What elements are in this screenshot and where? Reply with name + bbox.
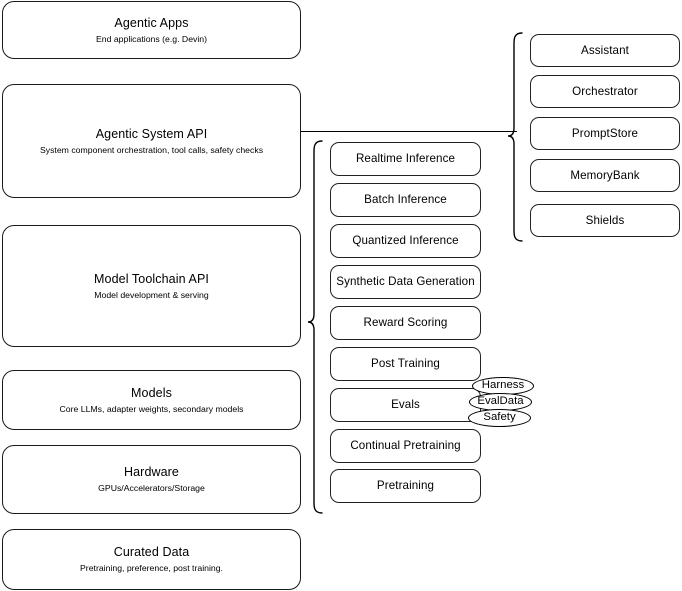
agentic-system-api-connector bbox=[301, 131, 517, 133]
component-label: MemoryBank bbox=[570, 168, 640, 182]
layer-title: Models bbox=[131, 385, 172, 400]
eval-badge-label: Safety bbox=[483, 411, 516, 424]
layer-subtitle: System component orchestration, tool cal… bbox=[39, 144, 264, 155]
layer-subtitle: Model development & serving bbox=[94, 289, 209, 300]
component-label: PromptStore bbox=[571, 126, 639, 140]
capability-label: Realtime Inference bbox=[355, 152, 456, 165]
capability-label: Batch Inference bbox=[364, 193, 447, 206]
capability-reward-scoring[interactable]: Reward Scoring bbox=[330, 306, 481, 340]
layer-subtitle: Pretraining, preference, post training. bbox=[80, 563, 223, 573]
toolchain-brace-icon bbox=[307, 140, 323, 514]
layer-title: Curated Data bbox=[113, 545, 190, 559]
component-shields[interactable]: Shields bbox=[530, 204, 680, 237]
capability-label: Evals bbox=[391, 398, 420, 411]
component-label: Orchestrator bbox=[572, 84, 638, 98]
layer-subtitle: GPUs/Accelerators/Storage bbox=[98, 483, 205, 493]
capability-realtime-inference[interactable]: Realtime Inference bbox=[330, 142, 481, 176]
layer-subtitle: Core LLMs, adapter weights, secondary mo… bbox=[59, 403, 244, 414]
layer-subtitle: End applications (e.g. Devin) bbox=[95, 33, 208, 44]
system-brace-icon bbox=[507, 32, 523, 242]
capability-evals[interactable]: Evals bbox=[330, 388, 481, 422]
capability-batch-inference[interactable]: Batch Inference bbox=[330, 183, 481, 217]
component-label: Shields bbox=[585, 213, 625, 227]
capability-label: Pretraining bbox=[376, 479, 435, 492]
capability-pretraining[interactable]: Pretraining bbox=[330, 469, 481, 503]
layer-agentic-apps[interactable]: Agentic Apps End applications (e.g. Devi… bbox=[2, 1, 301, 59]
layer-hardware[interactable]: Hardware GPUs/Accelerators/Storage bbox=[2, 445, 301, 514]
capability-continual-pretraining[interactable]: Continual Pretraining bbox=[330, 429, 481, 463]
layer-curated-data[interactable]: Curated Data Pretraining, preference, po… bbox=[2, 529, 301, 590]
component-label: Assistant bbox=[581, 43, 629, 57]
layer-title: Agentic Apps bbox=[114, 15, 189, 30]
capability-synthetic-data-generation[interactable]: Synthetic Data Generation bbox=[330, 265, 481, 299]
capability-post-training[interactable]: Post Training bbox=[330, 347, 481, 381]
eval-badge-safety[interactable]: Safety bbox=[468, 409, 531, 427]
capability-label: Continual Pretraining bbox=[350, 439, 461, 452]
capability-label: Quantized Inference bbox=[352, 234, 459, 247]
component-assistant[interactable]: Assistant bbox=[530, 34, 680, 67]
component-orchestrator[interactable]: Orchestrator bbox=[530, 75, 680, 108]
layer-title: Hardware bbox=[124, 465, 179, 479]
capability-quantized-inference[interactable]: Quantized Inference bbox=[330, 224, 481, 258]
eval-badge-label: EvalData bbox=[477, 395, 524, 408]
capability-label: Reward Scoring bbox=[363, 316, 448, 329]
layer-title: Agentic System API bbox=[95, 126, 208, 141]
layer-model-toolchain-api[interactable]: Model Toolchain API Model development & … bbox=[2, 225, 301, 347]
eval-badge-label: Harness bbox=[481, 379, 525, 392]
layer-agentic-system-api[interactable]: Agentic System API System component orch… bbox=[2, 84, 301, 198]
capability-label: Synthetic Data Generation bbox=[336, 275, 475, 288]
capability-label: Post Training bbox=[371, 357, 440, 370]
component-memorybank[interactable]: MemoryBank bbox=[530, 159, 680, 192]
layer-models[interactable]: Models Core LLMs, adapter weights, secon… bbox=[2, 370, 301, 430]
layer-title: Model Toolchain API bbox=[94, 271, 209, 286]
component-promptstore[interactable]: PromptStore bbox=[530, 117, 680, 150]
